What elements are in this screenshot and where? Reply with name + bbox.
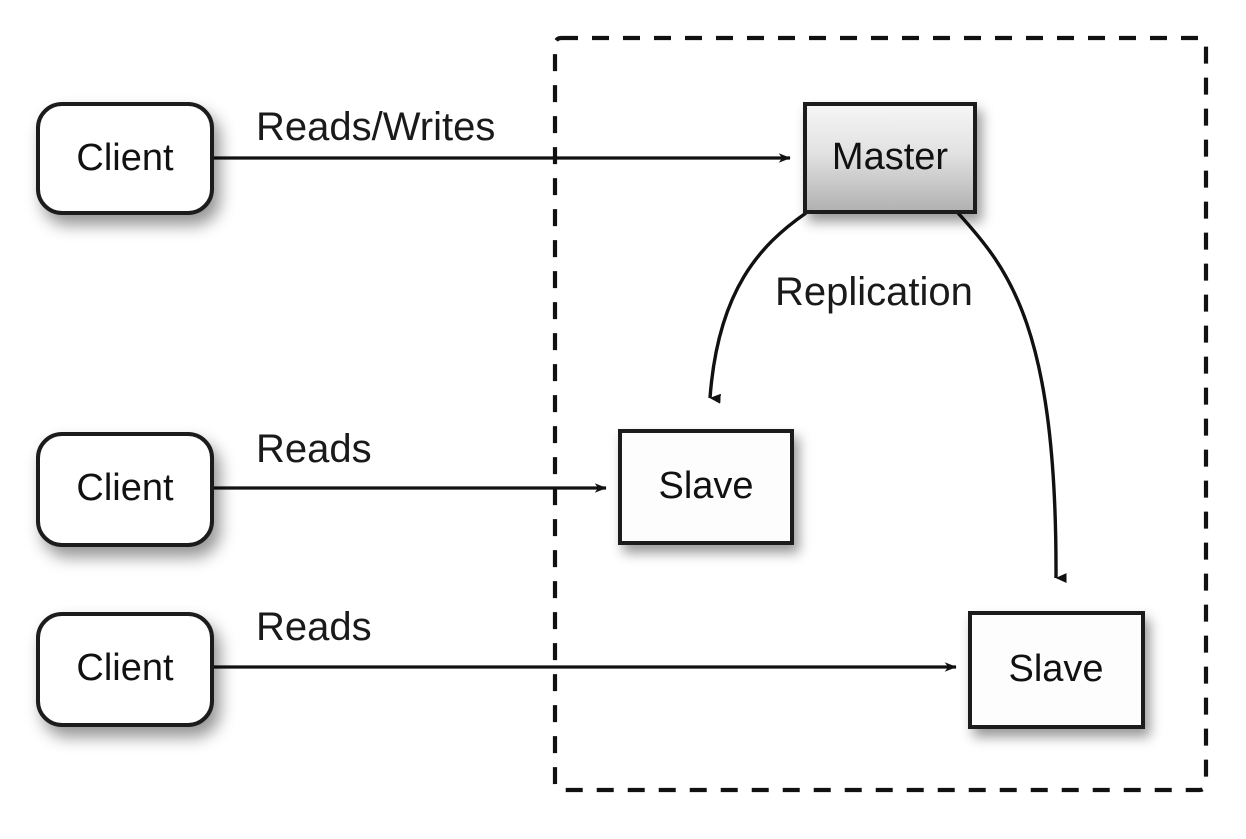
client-1-box[interactable]	[36, 102, 214, 215]
edge-label-replication: Replication	[775, 270, 973, 314]
node-slave-2[interactable]: Slave	[968, 611, 1145, 729]
client-3-label: Client	[76, 647, 174, 689]
node-client-3[interactable]: Client	[36, 612, 214, 727]
node-client-1[interactable]: Client	[36, 102, 214, 215]
master-box[interactable]	[803, 102, 977, 214]
edge-label-reads-writes: Reads/Writes	[256, 105, 495, 149]
slave-2-box[interactable]	[968, 611, 1145, 729]
edge-master-to-slave1-replication	[708, 211, 807, 404]
edge-label-reads-1: Reads	[256, 427, 372, 471]
client-1-label: Client	[76, 137, 174, 179]
edge-master-to-slave2-replication	[956, 211, 1067, 584]
node-client-2[interactable]: Client	[36, 432, 214, 547]
node-master[interactable]: Master	[803, 102, 977, 214]
node-slave-1[interactable]: Slave	[618, 429, 794, 545]
client-2-box[interactable]	[36, 432, 214, 547]
edge-label-reads-2: Reads	[256, 605, 372, 649]
slave-1-box[interactable]	[618, 429, 794, 545]
slave-1-label: Slave	[658, 465, 753, 507]
slave-2-label: Slave	[1008, 648, 1103, 690]
client-3-box[interactable]	[36, 612, 214, 727]
replication-cluster-boundary	[552, 35, 1209, 793]
master-label: Master	[832, 136, 948, 178]
client-2-label: Client	[76, 467, 174, 509]
